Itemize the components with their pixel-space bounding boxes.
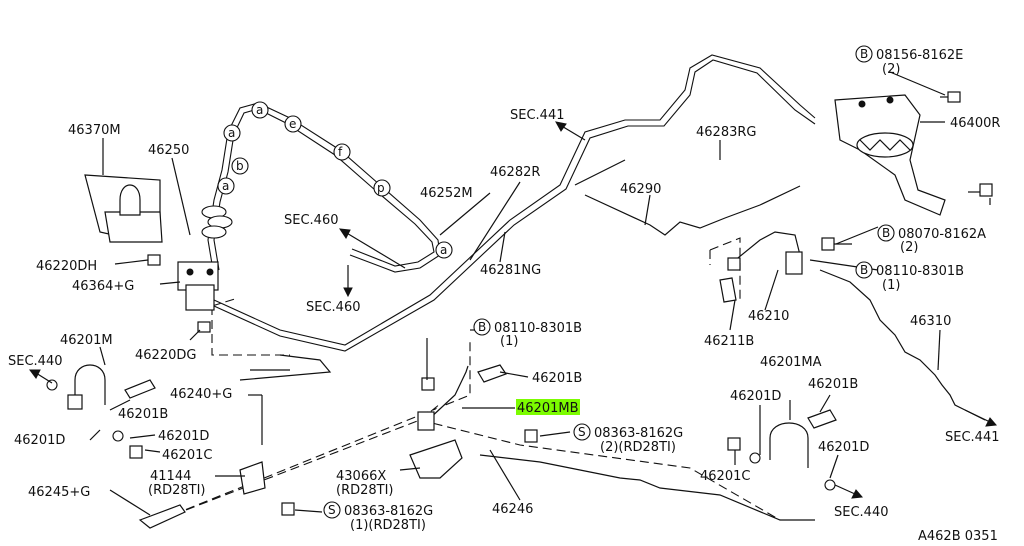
dashed-guide-lines <box>159 237 781 521</box>
bolt-code-08070: 08070-8162A <box>898 227 986 242</box>
part-43066X-bracket <box>409 439 463 479</box>
part-41144-bracket <box>239 461 266 495</box>
label-46250: 46250 <box>148 143 189 158</box>
clip-label-a: a <box>228 126 235 140</box>
part-46201M-hose <box>46 364 106 410</box>
pipe-clips: a a b a e f p a <box>201 101 453 259</box>
part-46201MB-hose <box>417 365 469 431</box>
part-46210-hose <box>727 231 803 275</box>
screw-code-08363-lower: 08363-8162G <box>344 504 433 519</box>
clip-label-b: b <box>236 159 244 173</box>
label-46281NG: 46281NG <box>480 263 541 278</box>
label-46246: 46246 <box>492 502 533 517</box>
diagram-code: A462B 0351 <box>918 529 998 544</box>
callout-markers: B B B B S S <box>323 45 895 519</box>
part-46400R-pedal <box>834 94 946 216</box>
clip-label-e: e <box>289 117 296 131</box>
label-46201D-mid: 46201D <box>158 429 209 444</box>
label-46290: 46290 <box>620 182 661 197</box>
label-46283RG: 46283RG <box>696 125 756 140</box>
label-46310: 46310 <box>910 314 951 329</box>
label-sec460-lower: SEC.460 <box>306 300 361 315</box>
bolt-marker-b: B <box>860 263 868 277</box>
brake-pipes <box>207 54 986 521</box>
label-46201B-right: 46201B <box>808 377 858 392</box>
screw-marker-s: S <box>578 425 586 439</box>
label-46240G: 46240+G <box>170 387 232 402</box>
label-sec440-left: SEC.440 <box>8 354 63 369</box>
clip-label-a: a <box>256 103 263 117</box>
bolt-qty-08070: (2) <box>900 240 918 255</box>
label-46201B-left: 46201B <box>118 407 168 422</box>
label-46201B-center: 46201B <box>532 371 582 386</box>
label-46364G: 46364+G <box>72 279 134 294</box>
label-43066X-variant: (RD28TI) <box>336 483 394 498</box>
label-46201C-left: 46201C <box>162 448 212 463</box>
part-labels: 46370M 46250 46220DH 46364+G 46220DG 462… <box>8 48 1000 544</box>
screw-code-08363-center: 08363-8162G <box>594 426 683 441</box>
label-46201D-right-upper: 46201D <box>730 389 781 404</box>
label-46201C-right: 46201C <box>700 469 750 484</box>
part-46370M-bracket <box>84 174 163 243</box>
bolt-marker-b: B <box>882 226 890 240</box>
clip-label-f: f <box>338 145 343 159</box>
screw-marker-s: S <box>328 503 336 517</box>
label-46220DG: 46220DG <box>135 348 196 363</box>
part-46201MA-hose <box>749 422 836 491</box>
label-41144-variant: (RD28TI) <box>148 483 206 498</box>
label-sec441-upper: SEC.441 <box>510 108 565 123</box>
clip-plates <box>124 277 837 429</box>
bolt-qty-08156: (2) <box>882 62 900 77</box>
label-46282R: 46282R <box>490 165 540 180</box>
label-46220DH: 46220DH <box>36 259 97 274</box>
label-46201D-right-lower: 46201D <box>818 440 869 455</box>
bolt-code-08156: 08156-8162E <box>876 48 963 63</box>
arrows <box>29 121 998 499</box>
bolt-marker-b: B <box>478 320 486 334</box>
screw-qty-08363-center: (2)(RD28TI) <box>600 440 676 455</box>
clip-label-p: p <box>377 181 385 195</box>
bolt-qty-08110-right: (1) <box>882 278 900 293</box>
label-46400R: 46400R <box>950 116 1000 131</box>
part-46245G-plate <box>138 504 186 529</box>
highlight-46201MB <box>516 399 580 415</box>
part-46364G-junction <box>177 261 219 311</box>
label-46252M: 46252M <box>420 186 473 201</box>
label-46201D-left: 46201D <box>14 433 65 448</box>
label-sec441-lower: SEC.441 <box>945 430 1000 445</box>
bolt-code-08110-center: 08110-8301B <box>494 321 582 336</box>
label-46245G: 46245+G <box>28 485 90 500</box>
label-46201M: 46201M <box>60 333 113 348</box>
label-46201MB-highlighted[interactable]: 46201MB <box>517 401 579 416</box>
bolt-qty-08110-center: (1) <box>500 334 518 349</box>
label-46210: 46210 <box>748 309 789 324</box>
label-43066X: 43066X <box>336 469 386 484</box>
label-46211B: 46211B <box>704 334 754 349</box>
label-46201MA: 46201MA <box>760 355 822 370</box>
bolt-code-08110-right: 08110-8301B <box>876 264 964 279</box>
bolts <box>112 91 993 516</box>
screw-qty-08363-lower: (1)(RD28TI) <box>350 518 426 533</box>
clip-label-a: a <box>222 179 229 193</box>
label-46370M: 46370M <box>68 123 121 138</box>
label-sec440-right: SEC.440 <box>834 505 889 520</box>
label-sec460-upper: SEC.460 <box>284 213 339 228</box>
label-41144: 41144 <box>150 469 191 484</box>
clip-label-a: a <box>440 243 447 257</box>
bolt-marker-b: B <box>860 47 868 61</box>
